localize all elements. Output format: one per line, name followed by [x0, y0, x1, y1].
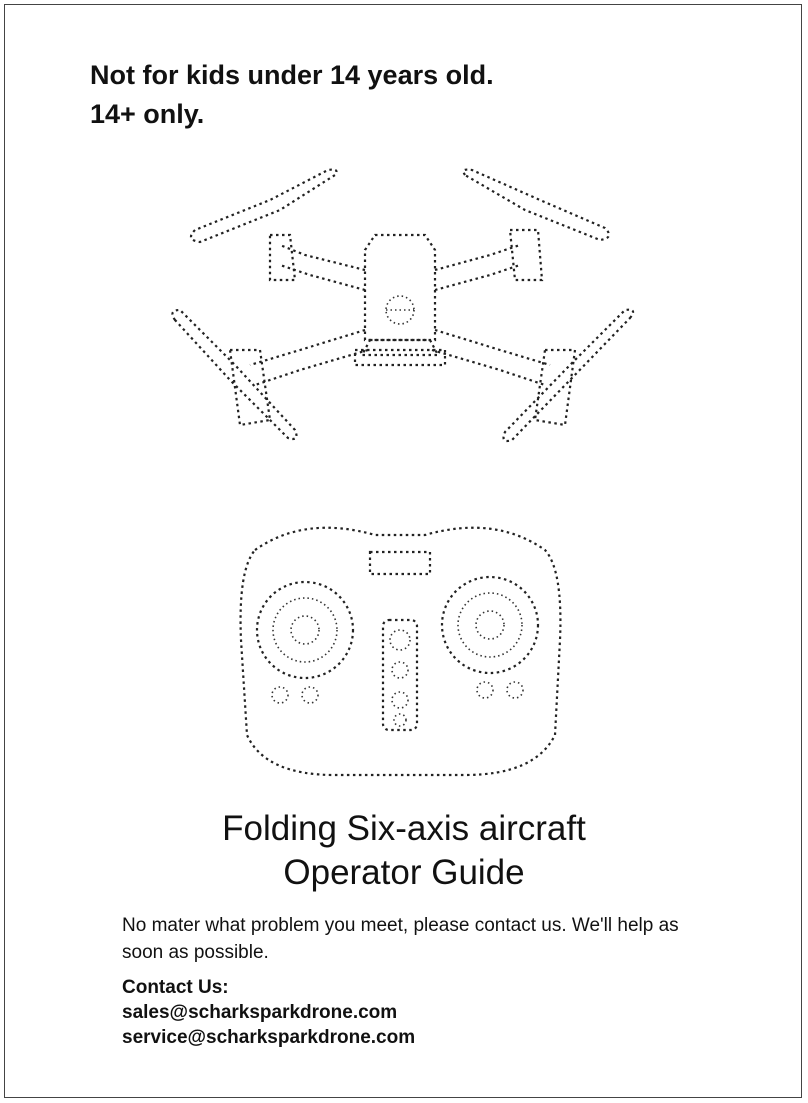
age-warning-line-1: Not for kids under 14 years old.: [90, 60, 494, 90]
sales-email: sales@scharksparkdrone.com: [122, 1002, 398, 1023]
guide-title-line-2: Operator Guide: [283, 853, 525, 892]
service-email: service@scharksparkdrone.com: [122, 1027, 416, 1048]
controller-illustration: [239, 526, 562, 777]
page-border: [4, 4, 802, 1098]
guide-title-line-1: Folding Six-axis aircraft: [222, 809, 586, 848]
drone-illustration: [171, 168, 635, 443]
age-warning-line-2: 14+ only.: [90, 99, 205, 129]
contact-block: Contact Us: sales@scharksparkdrone.com s…: [122, 975, 415, 1050]
age-warning: Not for kids under 14 years old. 14+ onl…: [90, 56, 494, 134]
contact-heading: Contact Us:: [122, 977, 229, 998]
help-text: No mater what problem you meet, please c…: [122, 915, 679, 963]
